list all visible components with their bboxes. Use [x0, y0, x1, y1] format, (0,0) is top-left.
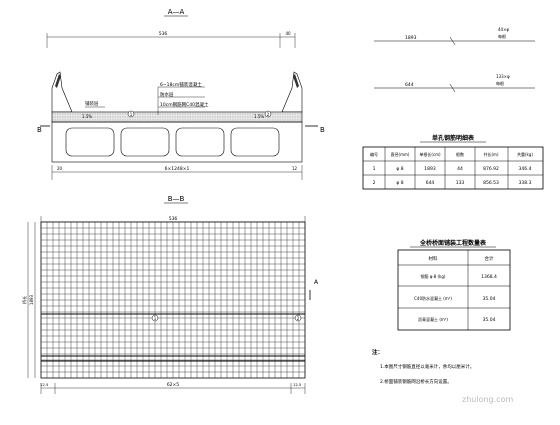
quantity-table: 全桥桥面铺装工程数量表 材料 合计 钢筋 φ·8 (kg) 1368.4 C40…	[397, 239, 511, 331]
rebar-r2-len: 644	[426, 180, 435, 186]
bb-end-left: 12.5	[40, 382, 49, 387]
aa-cut-left: B	[37, 126, 42, 134]
qty-header-material: 材料	[429, 255, 438, 262]
rebar-header-weight: 共重(kg)	[517, 151, 533, 157]
section-bb-title: B—B	[168, 195, 185, 203]
aa-box-void-3	[175, 127, 225, 157]
rebar-table: 单孔钢筋明细表 编号 直径(mm) 单根长(cm) 根数 共长(m) 共重(kg…	[362, 134, 544, 190]
notes-block: 注： 1.本图尺寸钢筋直径以毫米计，余均以厘米计。 2.桥面铺装钢筋网沿桥长方向…	[372, 348, 474, 385]
rebar-r1-count: 44	[457, 166, 463, 172]
rebar-r1-dia: φ 8	[396, 166, 403, 172]
rebar-r2-no: 2	[373, 180, 376, 186]
section-aa-title: A—A	[168, 8, 185, 16]
bb-callout-1	[151, 314, 159, 322]
watermark: zhulong.com	[462, 395, 513, 404]
aa-dim-b: 12	[292, 166, 298, 171]
aa-box-void-2	[120, 127, 170, 157]
bar2-sub-label: 每根	[496, 80, 504, 86]
rebar-header-len: 单根长(cm)	[419, 151, 441, 157]
aa-box-void-4	[230, 127, 280, 157]
qty-header-total: 合计	[485, 255, 494, 262]
qty-table-title: 全桥桥面铺装工程数量表	[419, 239, 487, 247]
section-aa: A—A 536 40 6~18cm铺装混凝土 防水层 10cm钢筋网C40混凝土	[37, 8, 325, 180]
bb-height-left: 桥长	[21, 296, 27, 304]
qty-r2-material: C40防水混凝土 (m³)	[414, 295, 452, 301]
bb-bottom-dim: 62×5	[167, 382, 179, 388]
aa-box-void-1	[65, 127, 115, 157]
rebar-r2-dia: φ 8	[396, 180, 403, 186]
aa-barrier-right	[281, 71, 303, 113]
rebar-r2-weight: 338.3	[519, 180, 532, 186]
rebar-table-title: 单孔钢筋明细表	[432, 134, 475, 142]
bb-cut-a: A	[314, 279, 319, 286]
bb-end-right: 12.5	[293, 382, 302, 387]
rebar-r2-count: 133	[456, 180, 465, 186]
svg-text:2: 2	[267, 112, 270, 117]
note-1: 1.本图尺寸钢筋直径以毫米计，余均以厘米计。	[380, 363, 474, 370]
svg-text:1: 1	[130, 112, 133, 117]
qty-r3-total: 35.04	[483, 317, 496, 323]
aa-note-2: 防水层	[160, 91, 174, 98]
aa-note-1: 6~18cm铺装混凝土	[160, 81, 202, 88]
aa-box-dims-label: 6×1248×1	[165, 166, 190, 172]
notes-title: 注：	[372, 348, 383, 356]
qty-r1-total: 1368.4	[481, 274, 497, 280]
rebar-r1-total: 876.92	[483, 166, 499, 172]
section-bb: B—B 536 桥长 1893 1 2 A 62×5 12.5 12	[21, 195, 319, 394]
aa-side-dim-label: 40	[285, 31, 291, 36]
bar2-length-label: 644	[405, 82, 414, 88]
rebar-r2-total: 856.53	[483, 180, 499, 186]
bb-callout-2	[294, 314, 302, 322]
bar-details: 1893 44×φ 每根 644 133×φ 每根	[374, 27, 535, 93]
bar1-length-label: 1893	[405, 35, 417, 41]
qty-r1-material: 钢筋 φ·8 (kg)	[421, 273, 446, 279]
bb-width-dim: 536	[169, 216, 178, 222]
aa-slope-right: 1.5%	[254, 114, 264, 119]
qty-r2-total: 35.04	[483, 296, 496, 302]
aa-callout-1	[127, 110, 135, 118]
svg-text:1: 1	[154, 316, 157, 321]
bar1-sub-label: 每根	[498, 33, 506, 39]
aa-pave-label: 铺装层	[85, 100, 99, 107]
bb-height-right: 1893	[29, 294, 34, 305]
aa-slope-left: 1.5%	[82, 114, 92, 119]
svg-text:2: 2	[297, 316, 300, 321]
aa-total-width-label: 536	[159, 31, 168, 37]
qty-r3-material: 沥青混凝土 (m³)	[418, 316, 448, 322]
aa-cut-right: B	[320, 126, 325, 134]
rebar-header-count: 根数	[456, 151, 464, 157]
rebar-r1-no: 1	[373, 166, 376, 172]
aa-note-3: 10cm钢筋网C40混凝土	[160, 101, 209, 108]
aa-dim-a: 20	[57, 166, 63, 171]
rebar-r1-weight: 346.4	[519, 166, 532, 172]
aa-barrier-left	[51, 71, 73, 113]
aa-girder-body	[51, 121, 303, 163]
aa-callout-2	[264, 110, 272, 118]
rebar-r1-len: 1893	[424, 166, 436, 172]
rebar-header-dia: 直径(mm)	[391, 151, 410, 157]
note-2: 2.桥面铺装钢筋网沿桥长方向设置。	[380, 378, 452, 385]
bb-rebar-mesh	[41, 222, 305, 378]
bar2-count-label: 133×φ	[496, 74, 510, 79]
rebar-header-total: 共长(m)	[483, 151, 498, 157]
rebar-header-no: 编号	[370, 151, 378, 157]
bar1-count-label: 44×φ	[498, 27, 509, 32]
